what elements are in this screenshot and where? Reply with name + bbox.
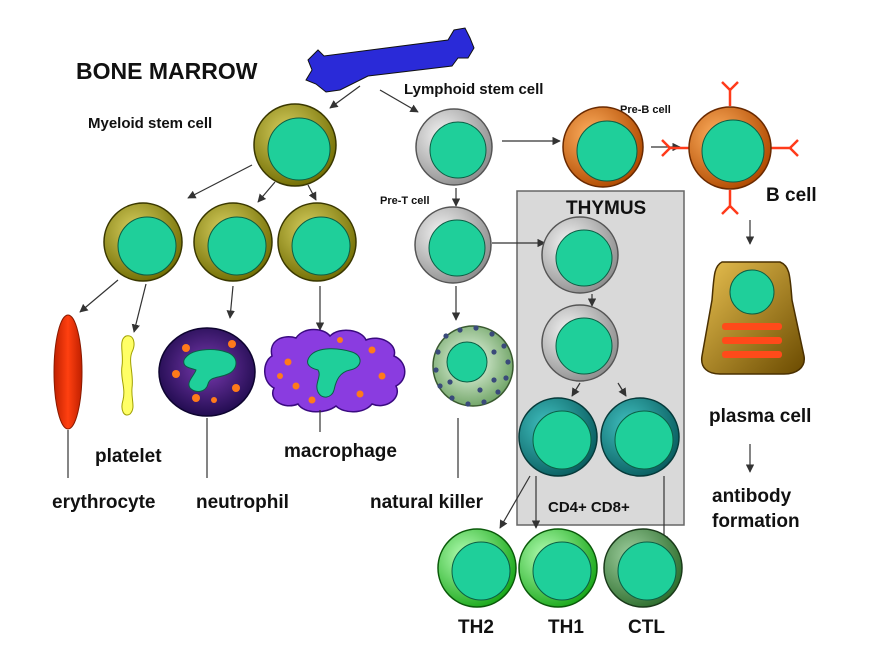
myeloid-stem-cell-label: Myeloid stem cell [88,115,212,132]
macrophage-label: macrophage [284,441,397,462]
antibody-label-line2: formation [712,511,800,532]
th1-cell [518,528,598,608]
natural-killer-label: natural killer [370,492,484,513]
arrow-to-neutrophil [226,285,235,319]
ctl-label: CTL [628,617,665,638]
bone-icon [305,27,475,93]
thymus-label: THYMUS [566,198,646,219]
neutrophil-label: neutrophil [196,492,289,513]
myeloid-progenitor-1 [103,202,183,282]
arrow-to-cd8 [617,382,627,397]
myeloid-progenitor-2 [193,202,273,282]
pre-t-cell [414,206,492,284]
platelet-cell [121,335,135,416]
myeloid-progenitor-3 [277,202,357,282]
arrow-cd4-to-th2 [499,475,531,529]
antibody-label-line1: antibody [712,486,792,507]
b-cell-label: B cell [766,185,817,206]
thymocyte-2 [541,304,619,382]
thymocyte-1 [541,216,619,294]
erythrocyte-label: erythrocyte [52,492,156,513]
bone-marrow-label: BONE MARROW [76,58,258,84]
pre-b-cell [562,106,644,188]
arrow-myeloid-to-progenitor-2 [257,181,276,203]
arrow-bone-to-lymphoid [379,89,419,113]
erythrocyte-cell [53,314,83,430]
ctl-cell [603,528,683,608]
lymphoid-stem-cell [415,108,493,186]
plasma-cell-label: plasma cell [709,406,811,427]
th1-label: TH1 [548,617,584,638]
b-cell [661,81,799,215]
arrow-myeloid-to-progenitor-3 [307,184,317,201]
th2-cell [437,528,517,608]
natural-killer-cell [432,325,514,407]
cd4-t-cell [518,397,598,477]
arrow-to-erythrocyte [79,279,119,313]
platelet-label: platelet [95,446,162,467]
arrow-to-platelet [131,283,147,333]
pre-b-cell-label: Pre-B cell [620,104,671,116]
arrow-myeloid-to-progenitor-1 [187,164,253,199]
lymphoid-stem-cell-label: Lymphoid stem cell [404,81,543,98]
pre-t-cell-label: Pre-T cell [380,195,430,207]
cd8-t-cell [600,397,680,477]
arrow-bone-to-myeloid [329,85,361,109]
arrow-to-cd4 [571,382,581,397]
neutrophil-cell [158,327,256,417]
plasma-cell [700,261,805,375]
th2-label: TH2 [458,617,494,638]
cd4-cd8-label: CD4+ CD8+ [548,499,630,516]
myeloid-stem-cell [253,103,337,187]
macrophage-cell [264,328,406,413]
